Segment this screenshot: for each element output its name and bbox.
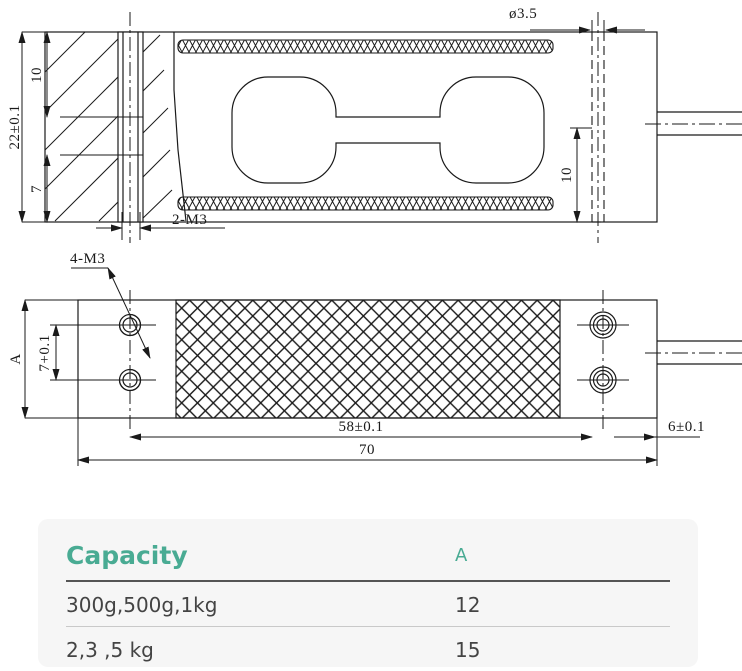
- dim-label-hole-pitch: 7+0.1: [37, 334, 53, 371]
- dim-label-width-a: A: [8, 353, 24, 364]
- dim-label-cable-hole-dia: ø3.5: [509, 6, 537, 22]
- cell-capacity: 300g,500g,1kg: [66, 581, 455, 627]
- column-header-capacity: Capacity: [66, 541, 188, 570]
- dim-thread-2m3: [96, 212, 225, 240]
- technical-drawing: 22±0.1 10 7 2-M3: [7, 6, 742, 466]
- dim-label-end-offset: 6±0.1: [668, 419, 705, 435]
- table-row: 300g,500g,1kg 12: [66, 581, 670, 627]
- dim-thread-4m3: [71, 267, 151, 359]
- table-row: 2,3 ,5 kg 15: [66, 627, 670, 671]
- dim-label-thread-4m3: 4-M3: [70, 251, 105, 267]
- dim-label-thread-2m3: 2-M3: [172, 212, 207, 228]
- table-head: Capacity A: [66, 537, 670, 581]
- dim-label-overall-height: 22±0.1: [7, 105, 23, 150]
- dim-label-upper-notch: 10: [29, 67, 45, 83]
- table-body: 300g,500g,1kg 12 2,3 ,5 kg 15: [66, 581, 670, 671]
- table-header-row: Capacity A: [66, 537, 670, 581]
- side-view: 22±0.1 10 7 2-M3: [7, 6, 742, 243]
- dim-overall-length: [77, 418, 658, 466]
- plan-view: 4-M3 A 7+0.1 58±0.1: [8, 251, 742, 466]
- cell-a: 15: [455, 638, 481, 662]
- column-header-a: A: [455, 545, 468, 566]
- knurl-band-bottom: [177, 196, 554, 211]
- dim-label-lower-notch: 7: [29, 185, 45, 193]
- mesh-region: [175, 299, 561, 419]
- dim-label-overall-length: 70: [359, 442, 375, 458]
- cell-capacity: 2,3 ,5 kg: [66, 638, 154, 662]
- dim-label-cable-hole-depth: 10: [559, 167, 575, 183]
- capacity-table: Capacity A 300g,500g,1kg 12 2,3 ,5 kg 15: [66, 537, 670, 671]
- dogbone-cutout: [231, 76, 545, 184]
- plan-cable-lead: [657, 340, 742, 365]
- cell-a: 12: [455, 581, 670, 627]
- dim-cable-hole-depth: [570, 127, 592, 223]
- knurl-band-top: [177, 39, 554, 54]
- spec-table-card: Capacity A 300g,500g,1kg 12 2,3 ,5 kg 15: [38, 519, 698, 667]
- plan-centerlines: [129, 290, 604, 430]
- dim-overall-height: [18, 31, 60, 223]
- cable-lead: [657, 111, 742, 136]
- dim-label-hole-span: 58±0.1: [339, 419, 384, 435]
- dim-cable-hole-dia: [530, 20, 645, 38]
- dim-hole-pitch: [50, 324, 112, 381]
